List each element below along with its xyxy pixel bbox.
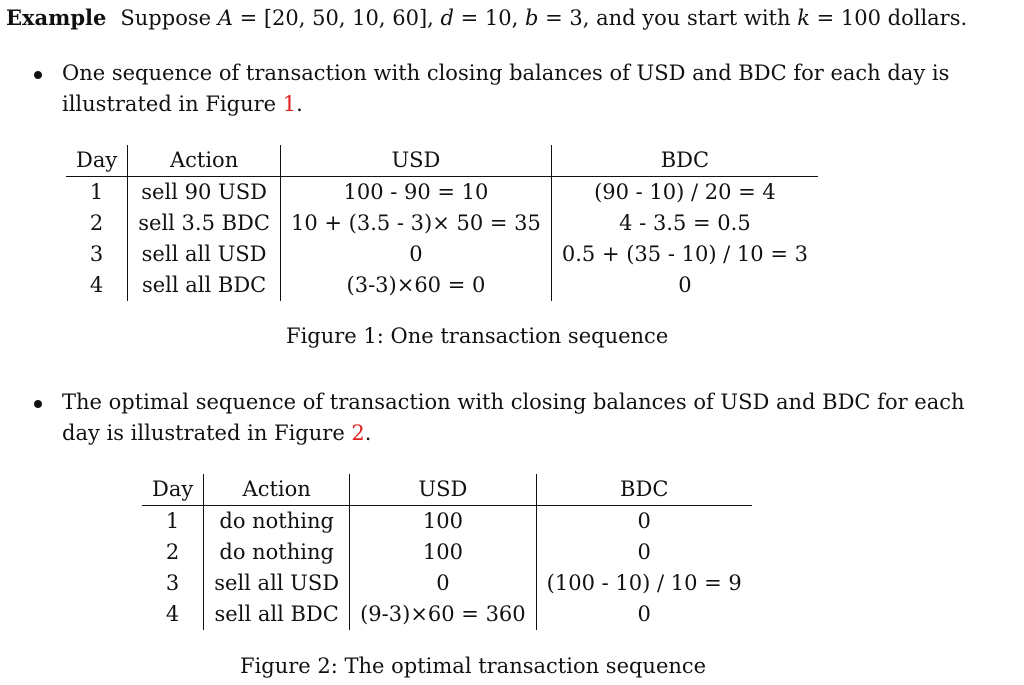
- bullet-text-1: One sequence of transaction with closing…: [62, 58, 1018, 120]
- bullet-1-line-2-end: .: [296, 92, 303, 116]
- bullet-2-line-2-end: .: [364, 421, 372, 445]
- table-cell-usd: 100: [349, 505, 537, 537]
- table-cell-action: sell all USD: [127, 239, 281, 270]
- example-text-before: Suppose: [120, 6, 218, 30]
- bullet-1-line-2: illustrated in Figure 1.: [62, 89, 1018, 120]
- table-cell-usd: 10 + (3.5 - 3)× 50 = 35: [280, 208, 552, 239]
- table-2-header-action: Action: [203, 474, 351, 506]
- table-cell-bdc: 0: [637, 509, 651, 533]
- table-cell-day: 2: [66, 208, 129, 239]
- table-row: 1 do nothing 100 0: [142, 505, 752, 537]
- table-cell-action: sell all USD: [203, 568, 351, 599]
- k-symbol: k: [797, 6, 810, 30]
- table-cell-action: do nothing: [203, 537, 351, 568]
- A-value: = [20, 50, 10, 60],: [232, 6, 441, 30]
- bullet-2-line-1: The optimal sequence of transaction with…: [62, 390, 965, 414]
- bullet-item-1: One sequence of transaction with closing…: [34, 58, 1018, 120]
- table-2-header-row: Day Action USD BDC: [142, 474, 752, 506]
- table-1-header-row: Day Action USD BDC: [66, 145, 818, 177]
- table-2-header-bdc: BDC: [536, 474, 752, 506]
- math-b: b = 3, and you start with: [525, 6, 797, 30]
- example-statement: Example Suppose A = [20, 50, 10, 60], d =…: [6, 4, 967, 32]
- table-cell-usd: (3-3)×60 = 0: [280, 270, 552, 301]
- table-cell-action: sell 3.5 BDC: [127, 208, 281, 239]
- table-cell-usd: 100: [349, 537, 537, 568]
- table-cell-day: 2: [142, 537, 205, 568]
- transaction-table-2: Day Action USD BDC 1 do nothing 100 0 2 …: [142, 474, 752, 630]
- table-cell-action: do nothing: [203, 505, 351, 537]
- table-cell-action: sell all BDC: [127, 270, 281, 301]
- example-label: Example: [6, 5, 107, 30]
- math-k: k = 100 dollars.: [797, 6, 967, 30]
- bullet-1-line-2-text: illustrated in Figure: [62, 92, 283, 116]
- d-value: = 10,: [453, 6, 525, 30]
- table-2-header-day: Day: [142, 474, 205, 506]
- table-cell-bdc: 0: [637, 540, 651, 564]
- b-symbol: b: [525, 6, 539, 30]
- figure-1-caption: Figure 1: One transaction sequence: [286, 324, 669, 348]
- table-cell-bdc: (90 - 10) / 20 = 4: [594, 180, 776, 204]
- table-cell-bdc: (100 - 10) / 10 = 9: [546, 571, 742, 595]
- k-value: = 100 dollars.: [809, 6, 968, 30]
- table-cell-usd: (9-3)×60 = 360: [349, 599, 537, 630]
- table-row: 4 sell all BDC (3-3)×60 = 0 0: [66, 270, 818, 301]
- table-cell-bdc: 0: [678, 273, 692, 297]
- table-cell-day: 1: [142, 505, 205, 537]
- table-cell-action: sell all BDC: [203, 599, 351, 630]
- table-cell-bdc: 0: [637, 602, 651, 626]
- table-cell-usd: 100 - 90 = 10: [280, 176, 552, 208]
- bullet-2-line-2-text: day is illustrated in Figure: [62, 421, 352, 445]
- table-1-header-day: Day: [66, 145, 129, 177]
- table-cell-day: 3: [66, 239, 129, 270]
- table-cell-action: sell 90 USD: [127, 176, 281, 208]
- figure-2-caption: Figure 2: The optimal transaction sequen…: [240, 654, 707, 678]
- table-1-header-bdc: BDC: [551, 145, 818, 177]
- table-2-header-usd: USD: [349, 474, 537, 506]
- d-symbol: d: [440, 6, 454, 30]
- table-row: 2 sell 3.5 BDC 10 + (3.5 - 3)× 50 = 35 4…: [66, 208, 818, 239]
- table-cell-day: 4: [66, 270, 129, 301]
- table-cell-day: 1: [66, 176, 129, 208]
- bullet-item-2: The optimal sequence of transaction with…: [34, 387, 1018, 449]
- table-row: 2 do nothing 100 0: [142, 537, 752, 568]
- bullet-dot-icon: [34, 400, 42, 408]
- table-row: 3 sell all USD 0 0.5 + (35 - 10) / 10 = …: [66, 239, 818, 270]
- math-A: A = [20, 50, 10, 60],: [218, 6, 441, 30]
- table-1-header-action: Action: [127, 145, 281, 177]
- bullet-2-line-2: day is illustrated in Figure 2.: [62, 418, 1018, 449]
- table-cell-usd: 0: [280, 239, 552, 270]
- table-cell-day: 4: [142, 599, 205, 630]
- bullet-dot-icon: [34, 71, 42, 79]
- table-cell-bdc: 0.5 + (35 - 10) / 10 = 3: [561, 242, 808, 266]
- transaction-table-1: Day Action USD BDC 1 sell 90 USD 100 - 9…: [66, 145, 818, 301]
- b-value: = 3, and you start with: [538, 6, 798, 30]
- figure-1-reference-link[interactable]: 1: [282, 92, 297, 116]
- table-cell-day: 3: [142, 568, 205, 599]
- bullet-1-line-1: One sequence of transaction with closing…: [62, 61, 950, 85]
- table-row: 1 sell 90 USD 100 - 90 = 10 (90 - 10) / …: [66, 176, 818, 208]
- figure-2-reference-link[interactable]: 2: [351, 421, 365, 445]
- table-row: 4 sell all BDC (9-3)×60 = 360 0: [142, 599, 752, 630]
- table-cell-usd: 0: [349, 568, 537, 599]
- table-cell-bdc: 4 - 3.5 = 0.5: [619, 211, 751, 235]
- bullet-text-2: The optimal sequence of transaction with…: [62, 387, 1018, 449]
- A-symbol: A: [217, 6, 233, 30]
- math-d: d = 10,: [441, 6, 525, 30]
- table-1-header-usd: USD: [280, 145, 552, 177]
- table-row: 3 sell all USD 0 (100 - 10) / 10 = 9: [142, 568, 752, 599]
